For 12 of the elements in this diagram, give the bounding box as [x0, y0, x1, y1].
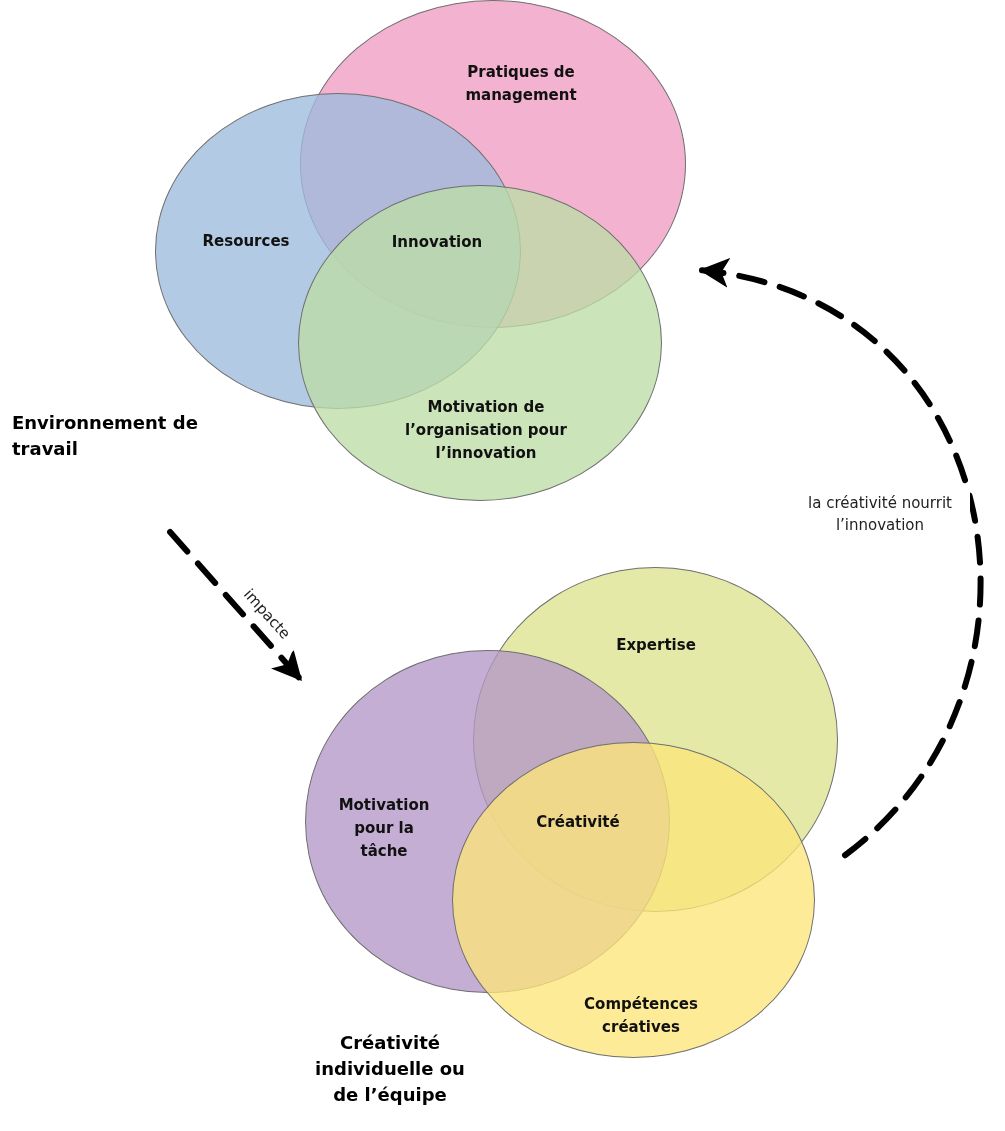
ellipse-label: Motivation pour la tâche	[337, 795, 431, 862]
overlap-label: Créativité	[535, 813, 621, 831]
overlap-label: Innovation	[390, 233, 484, 251]
ellipse-label: Expertise	[615, 635, 697, 656]
group-heading: Environnement de travail	[12, 411, 199, 461]
ellipse-label: Pratiques de management	[464, 62, 578, 106]
dashed-arrow	[167, 529, 303, 682]
group-heading: Créativité individuelle ou de l’équipe	[314, 1031, 466, 1107]
dashed-arrow	[699, 261, 984, 859]
ellipse-label: Resources	[201, 231, 291, 252]
ellipse-label: Compétences créatives	[583, 994, 699, 1038]
ellipse-label: Motivation de l’organisation pour l’innovation	[404, 397, 568, 464]
